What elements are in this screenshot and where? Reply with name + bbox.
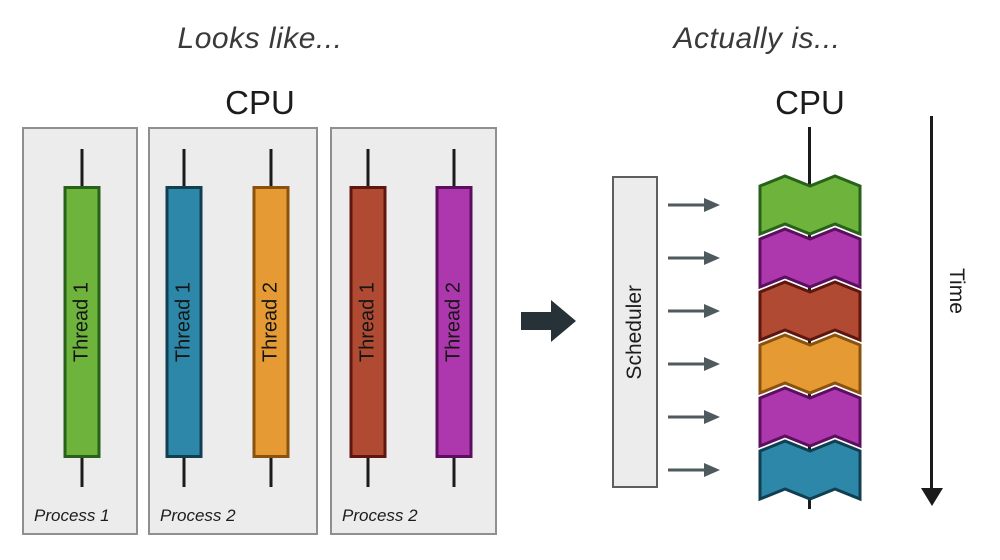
- left-cpu-label: CPU: [225, 84, 295, 121]
- thread-label: Thread 2: [442, 281, 465, 363]
- thread-label: Thread 1: [356, 281, 379, 363]
- timeslice-segment-red: [758, 280, 862, 343]
- thread-bar: Thread 1: [165, 186, 203, 458]
- process-box-2: Thread 1 Thread 2 Process 2: [148, 127, 318, 535]
- process-box-3: Thread 1 Thread 2 Process 2: [330, 127, 497, 535]
- thread-column: Thread 1: [163, 129, 205, 533]
- thread-column: Thread 2: [250, 129, 292, 533]
- process-box-1: Thread 1 Process 1: [22, 127, 138, 535]
- time-label: Time: [945, 268, 968, 314]
- timeslice-segment-green: [758, 174, 862, 237]
- scheduler-arrow-icon: [668, 357, 720, 371]
- scheduler-arrow-icon: [668, 463, 720, 477]
- timeslice-segment-magenta: [758, 227, 862, 290]
- thread-bar: Thread 1: [63, 186, 101, 458]
- left-section-title: Looks like...: [177, 22, 343, 55]
- thread-label: Thread 2: [259, 281, 282, 363]
- process-label: Process 2: [160, 506, 236, 525]
- right-cpu-label: CPU: [775, 84, 845, 121]
- thread-bar: Thread 2: [252, 186, 290, 458]
- thread-bar: Thread 1: [349, 186, 387, 458]
- scheduler-arrow-icon: [668, 410, 720, 424]
- time-axis-line: [930, 116, 933, 490]
- timeslice-segment-orange: [758, 333, 862, 396]
- right-section-title: Actually is...: [673, 22, 841, 55]
- scheduler-box: Scheduler: [612, 176, 658, 488]
- timeslice-segment-magenta: [758, 386, 862, 449]
- thread-label: Thread 1: [70, 281, 93, 363]
- time-axis-arrowhead-icon: [921, 488, 943, 506]
- process-label: Process 1: [34, 506, 110, 525]
- thread-column: Thread 1: [347, 129, 389, 533]
- scheduler-label: Scheduler: [623, 284, 646, 380]
- process-label: Process 2: [342, 506, 418, 525]
- scheduler-arrow-icon: [668, 251, 720, 265]
- transform-arrow-icon: [521, 300, 576, 342]
- thread-label: Thread 1: [172, 281, 195, 363]
- scheduler-arrow-icon: [668, 198, 720, 212]
- timeslice-segment-blue: [758, 439, 862, 502]
- thread-column: Thread 2: [433, 129, 475, 533]
- thread-bar: Thread 2: [435, 186, 473, 458]
- thread-column: Thread 1: [61, 129, 103, 533]
- scheduler-arrow-icon: [668, 304, 720, 318]
